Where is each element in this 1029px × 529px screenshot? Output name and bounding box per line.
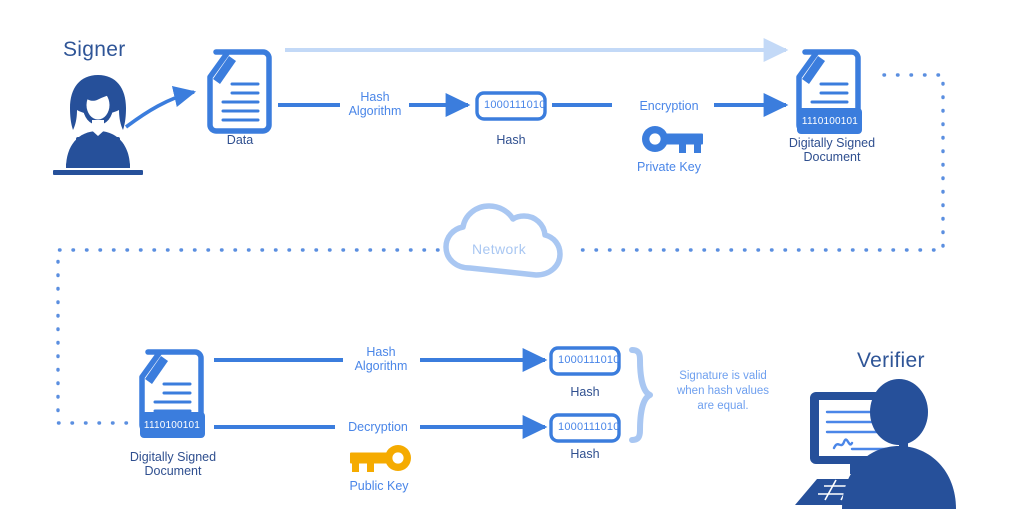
decryption-label: Decryption xyxy=(348,420,408,434)
public-key-label: Public Key xyxy=(349,479,409,493)
signer-figure-icon xyxy=(53,75,143,175)
signed-banner-value-bottom: 1110100101 xyxy=(143,420,201,431)
network-cloud-icon xyxy=(443,203,563,278)
top-hash-label: Hash xyxy=(496,133,526,147)
signed-doc-label-top: Digitally Signed Document xyxy=(788,136,876,164)
dotted-transport-path xyxy=(56,73,945,425)
bottom-hash-label-top: Hash xyxy=(570,385,600,399)
signed-document-icon-top xyxy=(796,49,862,134)
private-key-label: Private Key xyxy=(637,160,701,174)
data-document-icon xyxy=(207,49,272,134)
validity-note: Signature is valid when hash values are … xyxy=(676,370,770,412)
bottom-hash-box-top xyxy=(549,346,621,376)
network-label: Network xyxy=(472,241,527,257)
bottom-hash-box-bottom xyxy=(549,413,621,443)
signer-to-data-curved-arrow-icon xyxy=(124,86,197,129)
signed-banner-top xyxy=(797,108,862,134)
signed-banner-value-top: 1110100101 xyxy=(801,116,859,127)
verifier-figure-icon xyxy=(795,379,956,509)
bottom-hash-value-top: 1000111010 xyxy=(558,354,620,366)
data-label: Data xyxy=(226,133,254,147)
public-key-icon xyxy=(350,445,411,472)
top-hash-box xyxy=(475,91,547,121)
encryption-label: Encryption xyxy=(639,99,699,113)
signed-banner-bottom xyxy=(140,412,205,438)
top-hash-value: 1000111010 xyxy=(484,99,546,111)
curly-brace-icon xyxy=(629,347,653,443)
private-key-icon xyxy=(642,126,703,153)
hash-algorithm-label-bottom: Hash Algorithm xyxy=(354,345,408,373)
verifier-title: Verifier xyxy=(857,349,925,372)
signed-doc-label-bottom: Digitally Signed Document xyxy=(129,450,217,478)
hash-algorithm-label-top: Hash Algorithm xyxy=(348,90,402,118)
signed-document-icon-bottom xyxy=(139,349,205,438)
bottom-hash-value-bottom: 1000111010 xyxy=(558,421,620,433)
signer-title: Signer xyxy=(63,38,126,61)
bottom-hash-label-bottom: Hash xyxy=(570,447,600,461)
